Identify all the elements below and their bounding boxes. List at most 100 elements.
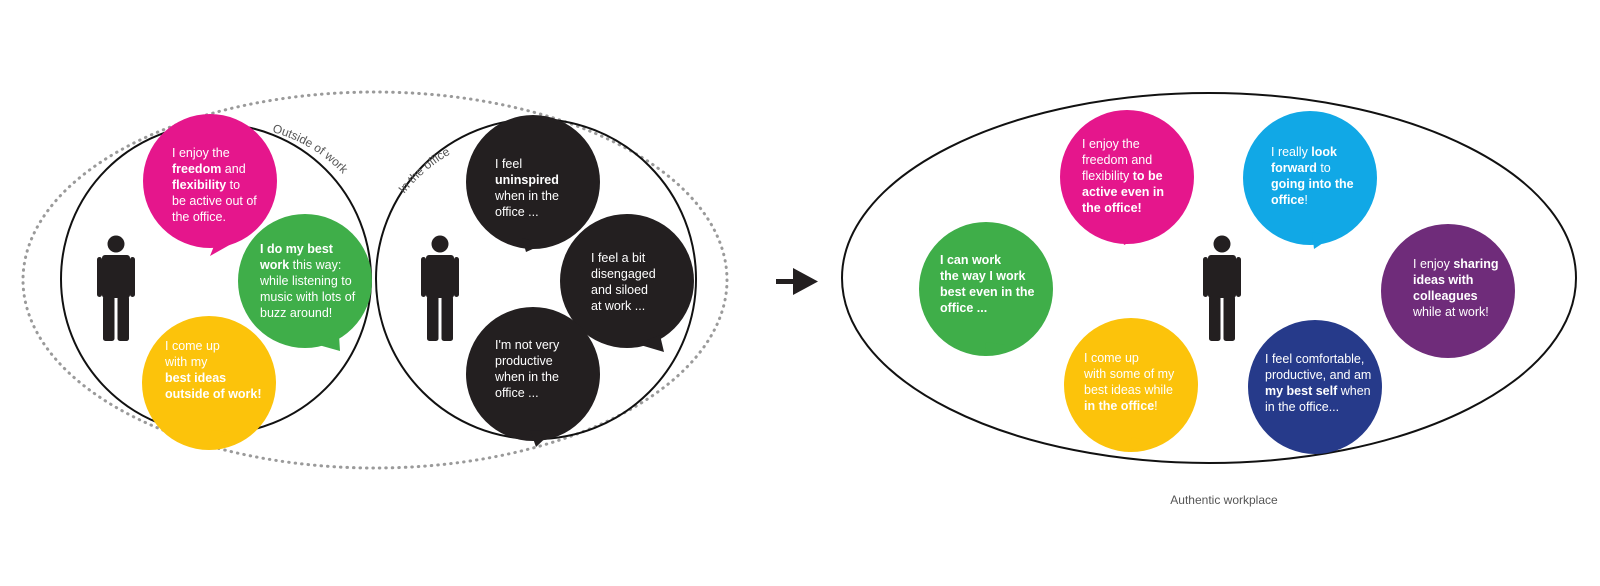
bubble-text-segment: I enjoy the [172, 146, 230, 160]
bubble-text-segment: uninspired [495, 173, 559, 187]
person-torso [1208, 255, 1236, 298]
bubble-text-segment: and siloed [591, 283, 648, 297]
bubble-text-segment: freedom [172, 162, 221, 176]
person-leg [441, 296, 453, 341]
bubble-tail [1128, 437, 1149, 452]
bubble-text-segment: office [1271, 193, 1304, 207]
bubble-text-segment: I come up [165, 339, 220, 353]
outside-work-dotted-boundary [21, 90, 729, 470]
bubble-tail [522, 238, 544, 252]
bubble-text-segment: flexibility [1082, 169, 1133, 183]
bubble-text: I feel uninspired when in the office ... [494, 157, 559, 219]
right-group: Authentic workplace I enjoy the freedom a… [841, 92, 1577, 507]
bubble-text-segment: colleagues [1413, 289, 1478, 303]
bubble-text-segment: disengaged [591, 267, 656, 281]
bubble-text-segment: I enjoy the [1082, 137, 1140, 151]
bubble-text-segment: in the office... [1265, 400, 1339, 414]
in-the-office-label: In the office [395, 144, 452, 196]
person-leg [1209, 296, 1221, 341]
arrow-icon [776, 268, 818, 295]
bubble-tail [1316, 438, 1334, 452]
bubble-text-segment: I do my best [260, 242, 334, 256]
bubble-tail [315, 335, 340, 351]
bubble-text-segment: office ... [495, 205, 539, 219]
bubble-body [1064, 318, 1198, 452]
bubble-text-segment: at work ... [591, 299, 645, 313]
bubble-text-segment: I really [1271, 145, 1311, 159]
bubble-text-segment: when in the [494, 189, 559, 203]
bubble-tail [637, 335, 664, 352]
bubble-text-segment: buzz around! [260, 306, 332, 320]
bubble-body [466, 115, 600, 249]
bubble-text-segment: with some of my [1083, 367, 1175, 381]
person-head [107, 235, 125, 253]
person-icon [421, 235, 459, 341]
person-arm [1203, 257, 1208, 297]
bubble-text-segment: look [1311, 145, 1337, 159]
person-leg [117, 296, 129, 341]
bubble-text-segment: I enjoy [1413, 257, 1453, 271]
person-head [1213, 235, 1231, 253]
bubble-text-segment: the way I work [940, 269, 1025, 283]
bubble-text-segment: the office! [1082, 201, 1142, 215]
bubble-body [1060, 110, 1194, 244]
bubble-text-segment: freedom and [1082, 153, 1152, 167]
speech-bubble-uninspired: I feel uninspired when in the office ... [466, 115, 600, 252]
bubble-text-segment: this way: [289, 258, 341, 272]
bubble-text-segment: productive [495, 354, 553, 368]
person-leg [427, 296, 439, 341]
person-icon [97, 235, 135, 341]
bubble-body [238, 214, 372, 348]
bubble-text-segment: while at work! [1412, 305, 1489, 319]
bubble-text-segment: ideas with [1413, 273, 1473, 287]
bubble-text-segment: I feel [495, 157, 522, 171]
person-arm [1236, 257, 1241, 297]
bubble-text-segment: I come up [1084, 351, 1139, 365]
bubble-body [142, 316, 276, 450]
bubble-tail [1120, 230, 1143, 245]
bubble-text-segment: best ideas while [1084, 383, 1173, 397]
bubble-text-segment: office ... [940, 301, 987, 315]
bubble-text-segment: ! [1154, 399, 1157, 413]
person-leg [103, 296, 115, 341]
bubble-text-segment: to [226, 178, 240, 192]
bubble-body [143, 114, 277, 248]
bubble-text-segment: my best self [1265, 384, 1338, 398]
bubble-text-segment: going into the [1271, 177, 1354, 191]
bubble-text-segment: to be [1133, 169, 1163, 183]
bubble-text-segment: work [259, 258, 289, 272]
person-leg [1223, 296, 1235, 341]
person-icon [1203, 235, 1241, 341]
bubble-text-segment: and [221, 162, 245, 176]
bubble-tail [1448, 342, 1470, 357]
bubble-text-segment: I can work [940, 253, 1001, 267]
outside-of-work-label: Outside of work [271, 121, 351, 177]
bubble-tail [530, 430, 553, 447]
bubble-text-segment: I feel a bit [591, 251, 646, 265]
authentic-workplace-caption: Authentic workplace [1170, 493, 1278, 507]
bubble-text: I come up with some of my best ideas while… [1083, 351, 1175, 413]
speech-bubble-disengaged: I feel a bit disengaged and siloed at work … [560, 214, 694, 352]
person-arm [454, 257, 459, 297]
bubble-text-segment: ! [1304, 193, 1307, 207]
bubble-text-segment: outside of work! [165, 387, 262, 401]
left-group: Outside of work In the office I enjoy th… [21, 90, 729, 470]
bubble-text-segment: the office. [172, 210, 226, 224]
bubble-text-segment: when in the [494, 370, 559, 384]
bubble-text-segment: be active out of [172, 194, 257, 208]
bubble-text-segment: best ideas [165, 371, 226, 385]
bubble-text: I feel a bit disengaged and siloed at work … [591, 251, 656, 313]
